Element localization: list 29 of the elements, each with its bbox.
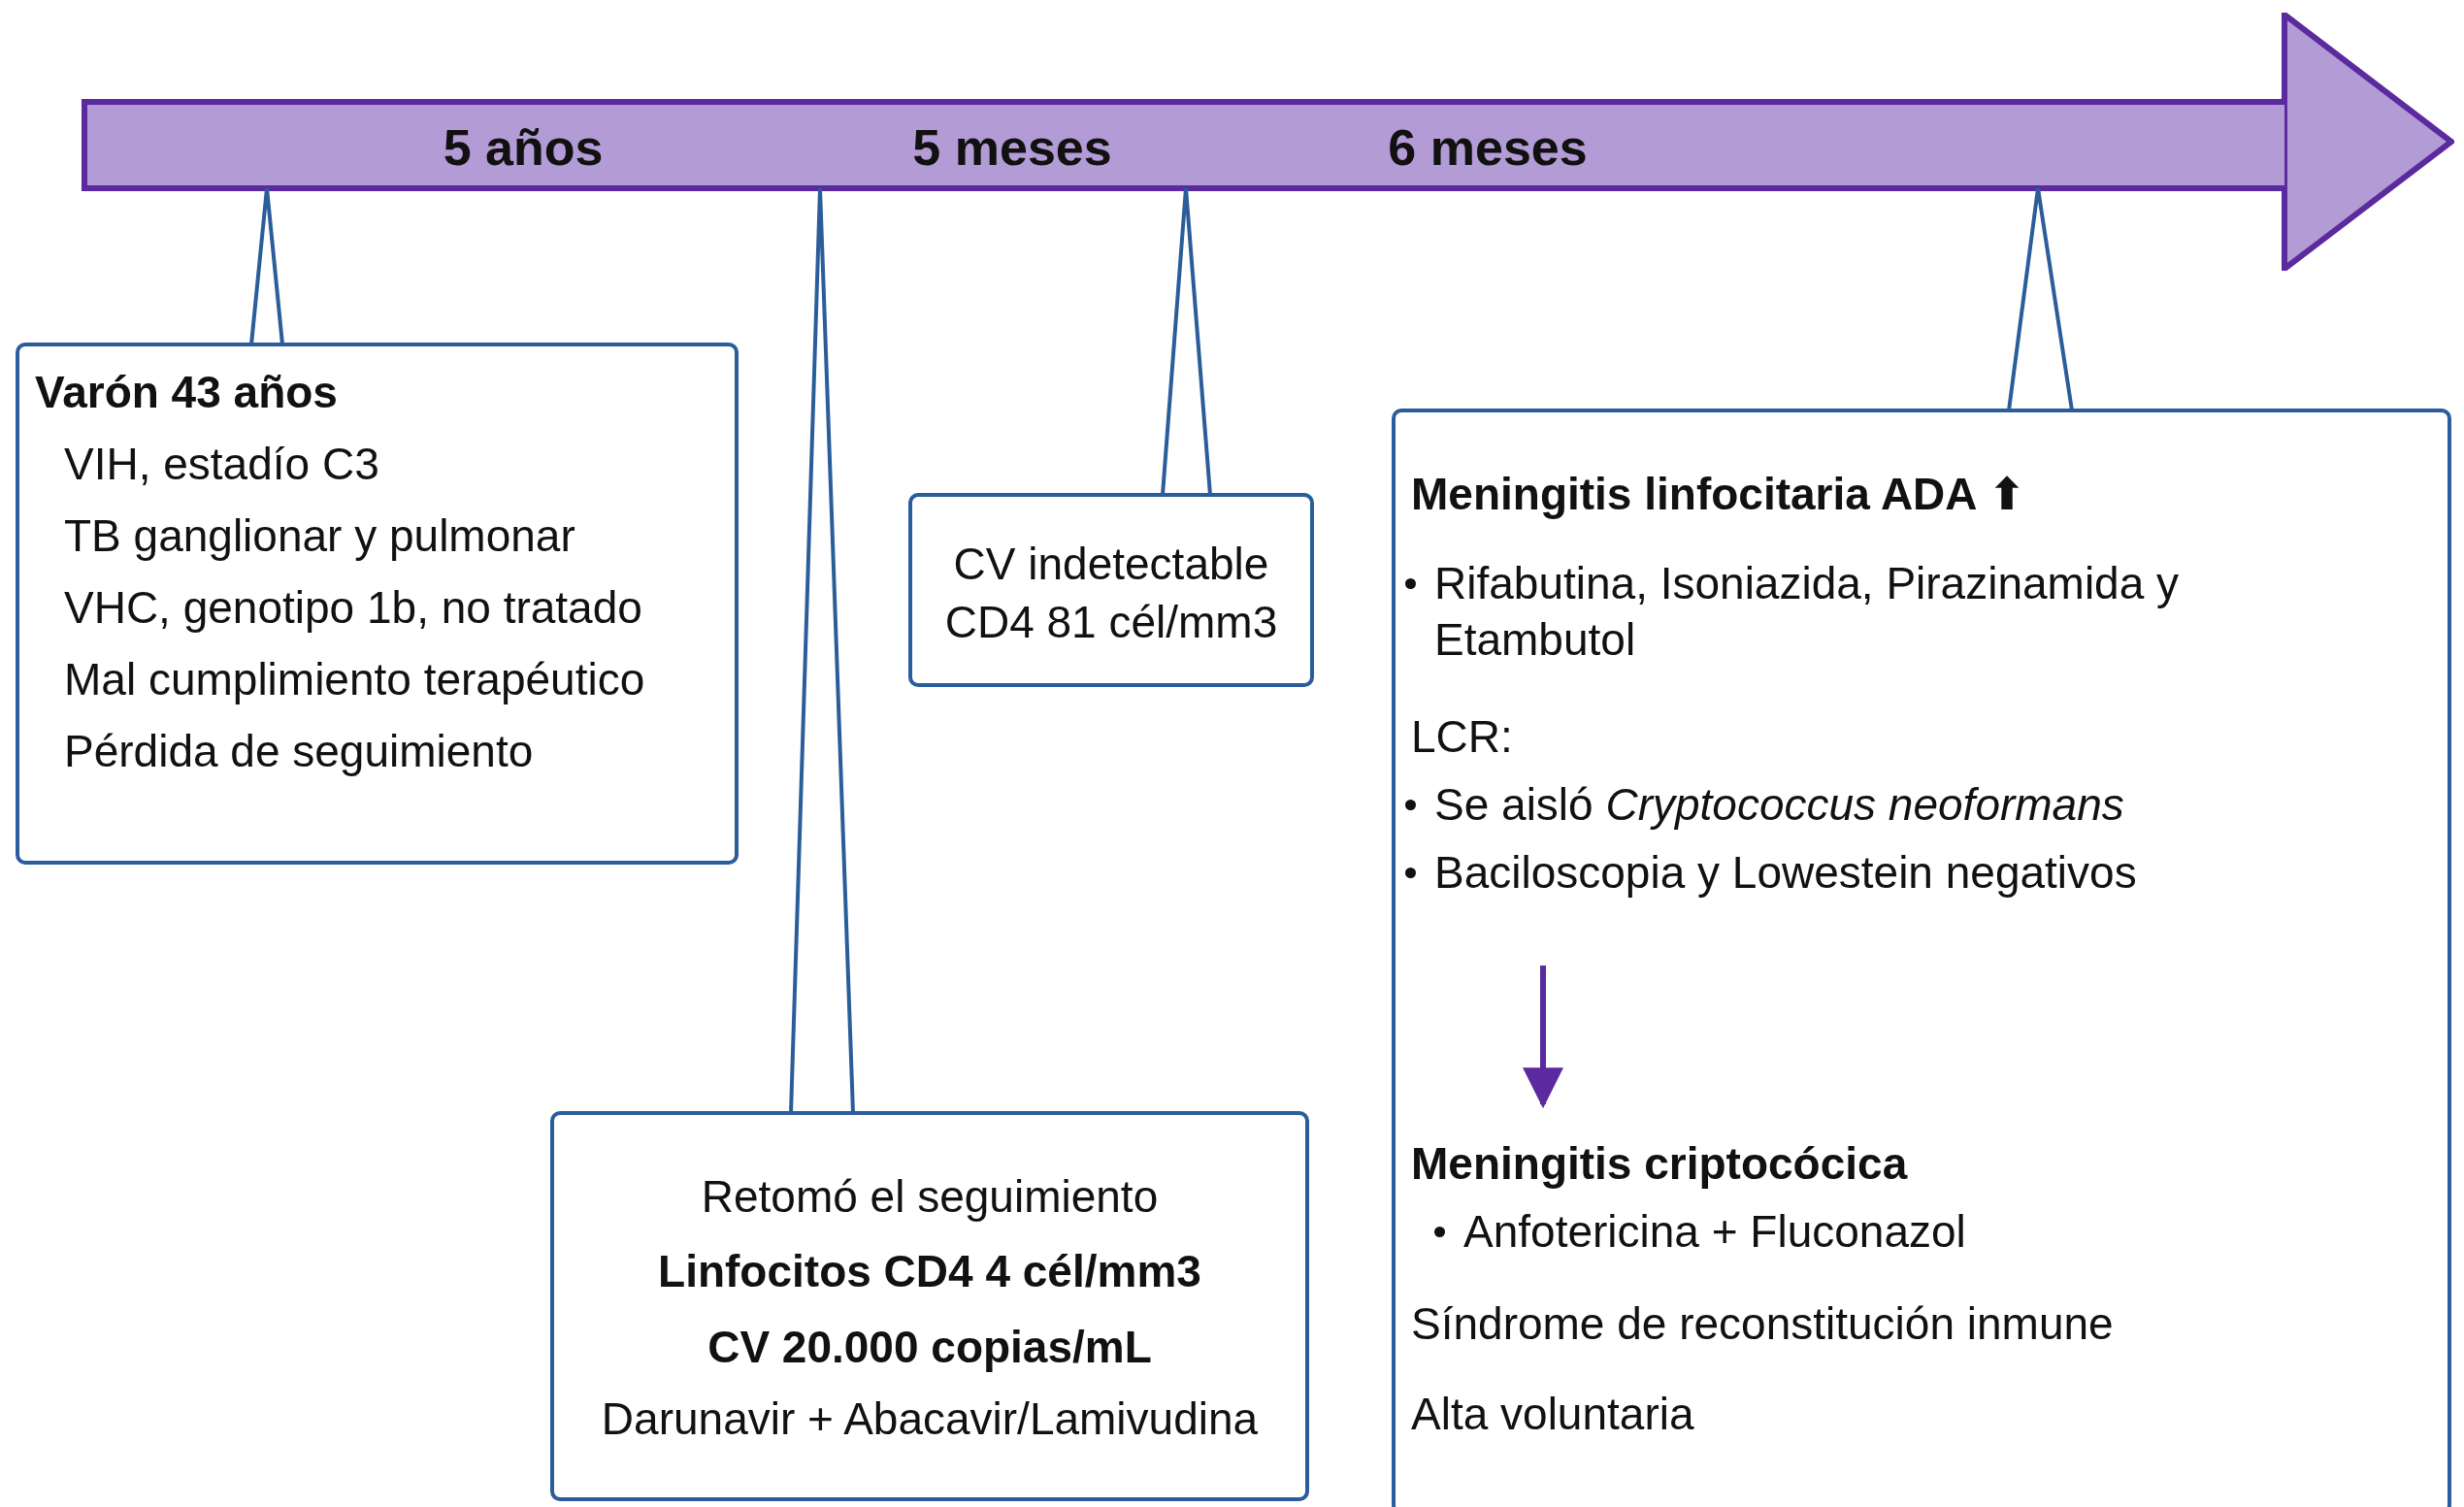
callout-box <box>908 493 1314 687</box>
text-line: Darunavir + Abacavir/Lamivudina <box>600 1392 1260 1446</box>
list-item: Se aisló Cryptococcus neoformans <box>1434 778 2124 832</box>
callout-box <box>1392 409 2451 1507</box>
text-line: VHC, genotipo 1b, no tratado <box>64 581 642 635</box>
list-item: Baciloscopia y Lowestein negativos <box>1434 846 2137 900</box>
heading: Meningitis linfocitaria ADA ⬆ <box>1411 468 2026 521</box>
duration-label: 6 meses <box>1388 118 1588 177</box>
duration-label: 5 meses <box>912 118 1112 177</box>
callout-box <box>16 343 739 865</box>
text-line: Pérdida de seguimiento <box>64 725 534 778</box>
text-line: TB ganglionar y pulmonar <box>64 509 575 563</box>
text-line: Síndrome de reconstitución inmune <box>1411 1297 2114 1351</box>
text-line: LCR: <box>1411 710 1513 764</box>
text-line: Alta voluntaria <box>1411 1388 1694 1441</box>
duration-label: 5 años <box>443 118 604 177</box>
heading: CV 20.000 copias/mL <box>706 1321 1153 1374</box>
text-line: CV indetectable <box>952 538 1270 591</box>
text-line: CD4 81 cél/mm3 <box>943 596 1279 649</box>
text-line: VIH, estadío C3 <box>64 438 379 491</box>
callout-box <box>550 1111 1309 1501</box>
text-line: Mal cumplimiento terapéutico <box>64 653 645 706</box>
list-item: Rifabutina, Isoniazida, Pirazinamida y Etambutol <box>1434 557 2181 667</box>
heading: Meningitis criptocócica <box>1411 1137 1908 1191</box>
heading: Linfocitos CD4 4 cél/mm3 <box>657 1245 1202 1298</box>
heading: Varón 43 años <box>35 366 338 419</box>
arrow <box>1523 966 1563 1109</box>
list-item: Anfotericina + Fluconazol <box>1463 1205 1966 1259</box>
text-line: Retomó el seguimiento <box>700 1170 1160 1224</box>
